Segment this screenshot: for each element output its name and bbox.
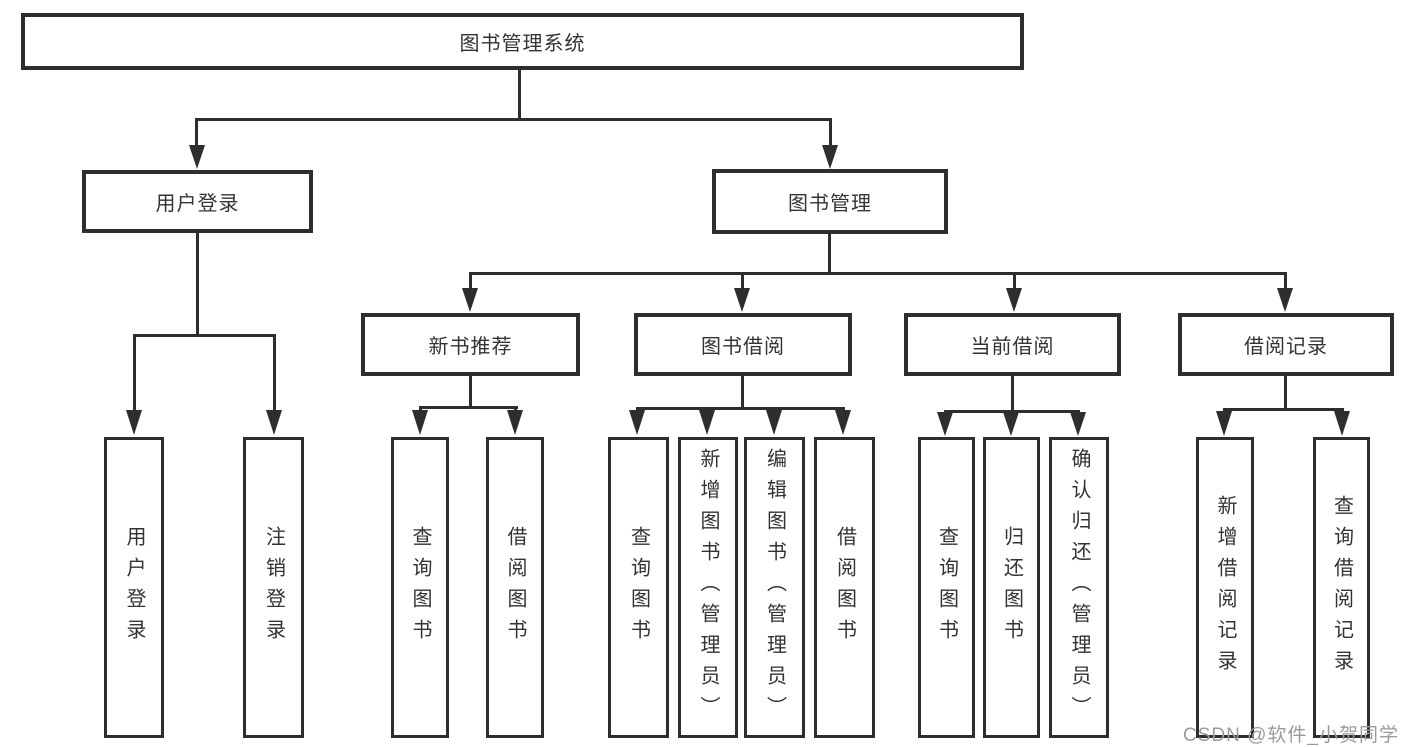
watermark: CSDN @软件_小贺同学 [1183, 725, 1399, 746]
connector-line [518, 70, 521, 118]
connector-line [1284, 376, 1287, 408]
node-user-login-label: 用户登录 [155, 193, 240, 215]
arrow-down-icon [507, 410, 523, 435]
connector-line [1223, 408, 1344, 411]
connector-line [419, 406, 422, 413]
node-root-label: 图书管理系统 [459, 33, 586, 55]
node-book-borrow-label: 图书借阅 [701, 336, 785, 358]
arrow-down-icon [462, 288, 478, 312]
arrow-down-icon [1006, 288, 1022, 312]
arrow-down-icon [822, 145, 838, 169]
leaf-label: 查询图书 [409, 525, 431, 650]
connector-line [514, 406, 517, 413]
node-current-borrow-label: 当前借阅 [970, 336, 1055, 358]
leaf-br-query-record: 查询借阅记录 [1313, 437, 1370, 738]
leaf-bb-query-books: 查询图书 [608, 437, 669, 738]
leaf-label: 注销登录 [262, 525, 285, 650]
connector-line [829, 118, 832, 149]
arrow-down-icon [189, 145, 205, 169]
connector-line [636, 407, 845, 410]
connector-line [1284, 272, 1287, 289]
leaf-label: 新增借阅记录 [1214, 494, 1236, 681]
leaf-label: 归还图书 [1000, 525, 1023, 650]
connector-line [469, 272, 1287, 275]
arrow-down-icon [412, 410, 428, 435]
leaf-br-add-record: 新增借阅记录 [1196, 437, 1254, 738]
leaf-label: 查询借阅记录 [1330, 494, 1353, 681]
leaf-label: 借阅图书 [504, 525, 526, 650]
leaf-label: 新增图书（管理员） [697, 448, 719, 727]
node-current-borrow: 当前借阅 [904, 313, 1121, 376]
arrow-down-icon [835, 410, 851, 435]
node-user-login: 用户登录 [82, 170, 313, 233]
arrow-down-icon [766, 410, 782, 435]
connector-line [419, 406, 518, 409]
leaf-label: 确认归还（管理员） [1068, 448, 1090, 727]
arrow-down-icon [1334, 411, 1350, 436]
arrow-down-icon [1003, 412, 1019, 436]
leaf-bb-borrow-books: 借阅图书 [814, 437, 875, 738]
arrow-down-icon [734, 288, 750, 312]
arrow-down-icon [1277, 288, 1293, 312]
node-new-books-label: 新书推荐 [428, 336, 513, 358]
node-book-borrow: 图书借阅 [634, 313, 852, 376]
leaf-label: 用户登录 [123, 525, 145, 650]
leaf-label: 查询图书 [935, 525, 958, 650]
leaf-cb-query-books: 查询图书 [918, 437, 975, 738]
arrow-down-icon [1216, 411, 1232, 436]
leaf-cb-confirm-return-admin: 确认归还（管理员） [1049, 437, 1109, 738]
connector-line [196, 233, 199, 334]
leaf-new-query-books: 查询图书 [391, 437, 449, 738]
connector-line [469, 376, 472, 406]
leaf-bb-edit-books-admin: 编辑图书（管理员） [744, 437, 805, 738]
connector-line [828, 234, 831, 272]
leaf-bb-add-books-admin: 新增图书（管理员） [678, 437, 738, 738]
connector-line [133, 334, 136, 411]
connector-line [741, 376, 744, 407]
connector-line [273, 334, 276, 411]
connector-line [195, 118, 198, 149]
node-book-mgmt-label: 图书管理 [788, 193, 872, 215]
arrow-down-icon [629, 410, 645, 435]
node-borrow-records-label: 借阅记录 [1244, 336, 1328, 358]
connector-line [741, 272, 744, 289]
connector-line [196, 118, 832, 121]
connector-line [133, 334, 276, 337]
arrow-down-icon [126, 410, 142, 435]
arrow-down-icon [266, 410, 282, 435]
leaf-label: 查询图书 [627, 525, 650, 650]
leaf-logout: 注销登录 [243, 437, 304, 738]
leaf-user-login: 用户登录 [104, 437, 164, 738]
leaf-label: 编辑图书（管理员） [763, 448, 786, 727]
arrow-down-icon [1070, 412, 1086, 436]
node-new-books: 新书推荐 [361, 313, 580, 376]
leaf-label: 借阅图书 [833, 525, 856, 650]
arrow-down-icon [699, 410, 715, 435]
node-borrow-records: 借阅记录 [1178, 313, 1394, 376]
node-book-mgmt: 图书管理 [712, 169, 948, 234]
node-root: 图书管理系统 [21, 13, 1024, 70]
connector-line [1011, 376, 1014, 410]
arrow-down-icon [937, 412, 953, 436]
leaf-new-borrow-books: 借阅图书 [486, 437, 544, 738]
connector-line [1013, 272, 1016, 289]
leaf-cb-return-books: 归还图书 [983, 437, 1040, 738]
connector-line [469, 272, 472, 289]
